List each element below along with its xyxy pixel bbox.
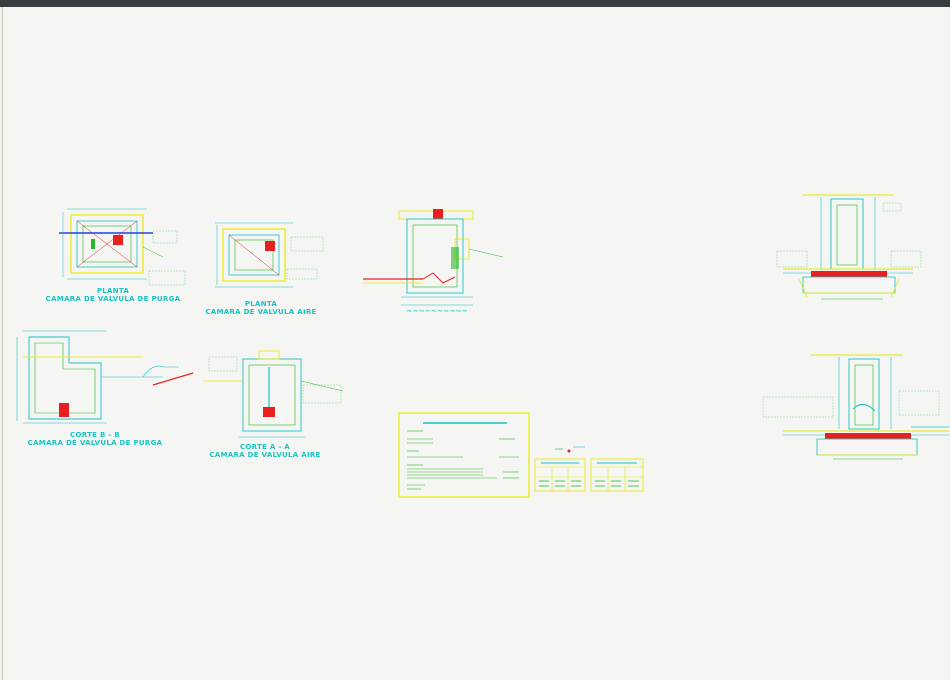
cad-drawing: PLANTA CAMARA DE VALVULA DE PURGA PLANTA…: [16, 194, 949, 498]
cut-aa-air-valve: CORTE A - A CAMARA DE VALVULA AIRE: [203, 350, 344, 459]
caption-plan-purge-title: PLANTA: [97, 287, 130, 295]
drawing-canvas[interactable]: PLANTA CAMARA DE VALVULA DE PURGA PLANTA…: [2, 7, 949, 680]
caption-cut-bb-title: CORTE B - B: [70, 431, 120, 439]
section-center-top: ~~~~~~~~~~: [363, 209, 504, 315]
caption-plan-purge-subtitle: CAMARA DE VALVULA DE PURGA: [46, 295, 181, 303]
section-right-top: [776, 194, 922, 300]
caption-cut-aa-subtitle: CAMARA DE VALVULA AIRE: [209, 451, 320, 459]
table-left: [534, 446, 586, 492]
viewer-top-bar: [0, 0, 950, 7]
caption-cut-bb-subtitle: CAMARA DE VALVULA DE PURGA: [28, 439, 163, 447]
section-center-caption-mark: ~~~~~~~~~~: [406, 307, 468, 315]
plan-air-valve-chamber: PLANTA CAMARA DE VALVULA AIRE: [205, 222, 324, 316]
caption-plan-air-subtitle: CAMARA DE VALVULA AIRE: [205, 308, 316, 316]
section-right-bottom: [762, 354, 949, 460]
cut-bb-purge-valve: CORTE B - B CAMARA DE VALVULA DE PURGA: [16, 330, 194, 447]
caption-cut-aa-title: CORTE A - A: [240, 443, 290, 451]
plan-purge-valve-chamber: PLANTA CAMARA DE VALVULA DE PURGA: [46, 208, 186, 303]
specifications-box: [398, 412, 530, 498]
table-right: [590, 458, 644, 492]
caption-plan-air-title: PLANTA: [245, 300, 278, 308]
